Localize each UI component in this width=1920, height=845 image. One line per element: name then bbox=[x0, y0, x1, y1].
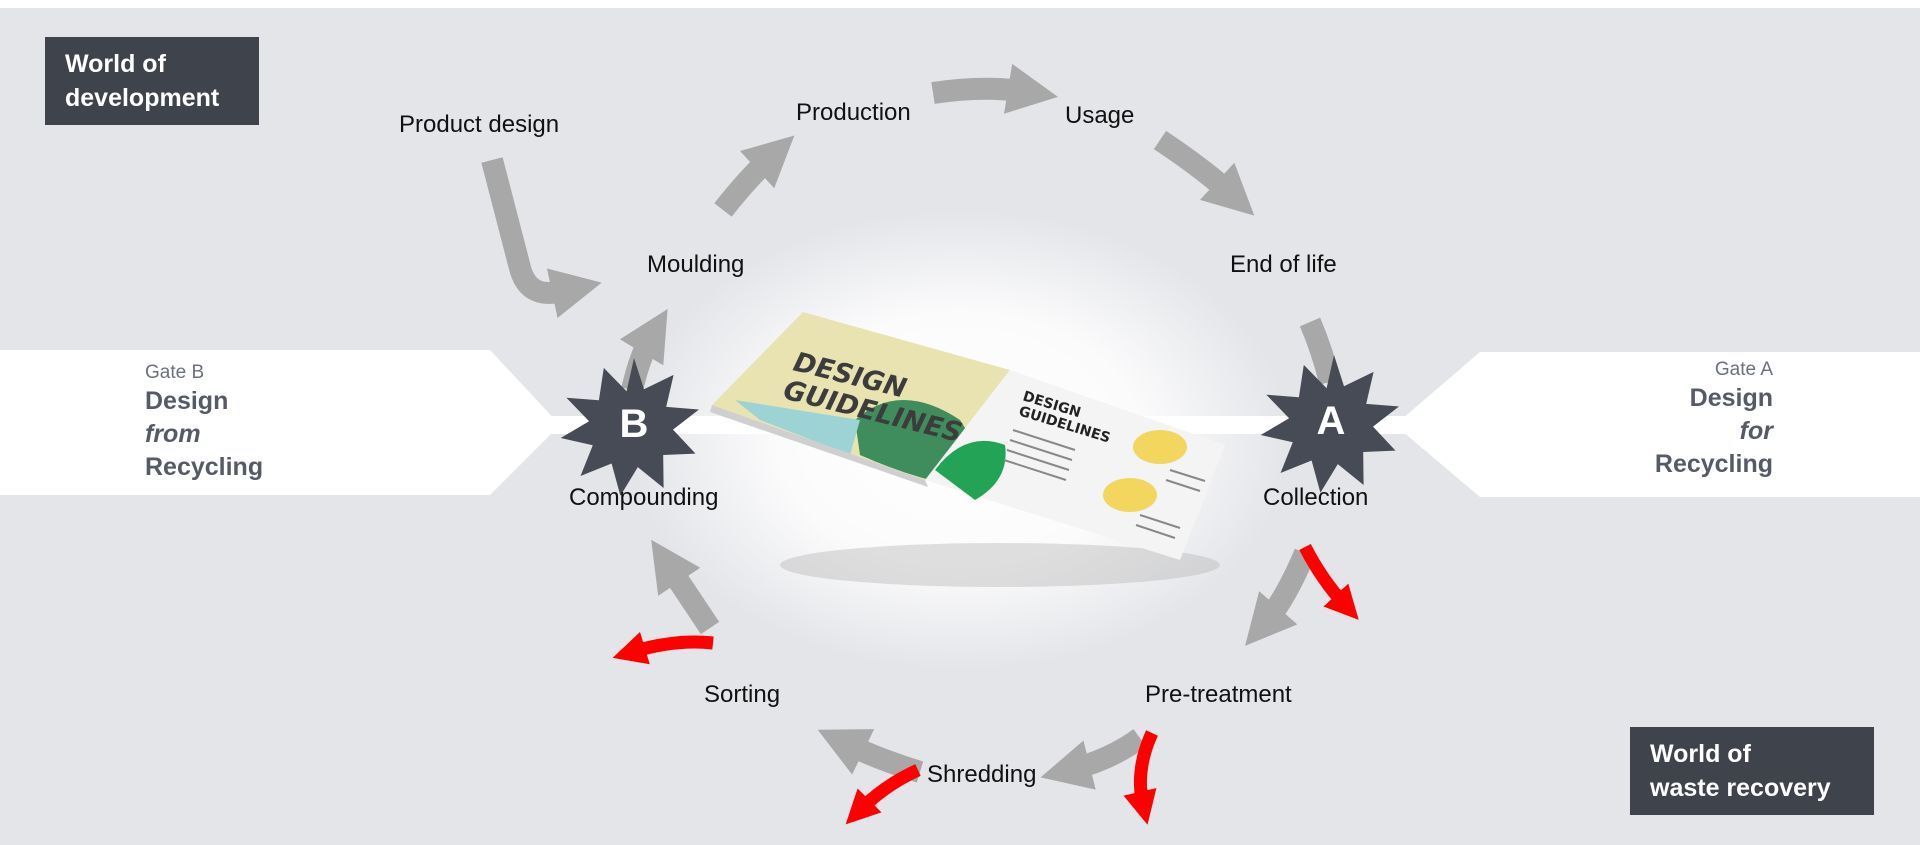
world-of-waste-recovery-box: World of waste recovery bbox=[1630, 727, 1874, 815]
booklet-spine bbox=[710, 405, 928, 487]
arrow-pretreatment-shredding bbox=[1040, 729, 1147, 790]
gate-a-line1: Design bbox=[1689, 384, 1773, 412]
gate-a-label: Gate A Design for Recycling bbox=[1655, 358, 1773, 481]
node-pre-treatment: Pre-treatment bbox=[1145, 681, 1292, 708]
gate-b-small: Gate B bbox=[145, 362, 205, 383]
gate-b-line2: from bbox=[145, 420, 201, 448]
booklet-badge-2 bbox=[1103, 478, 1157, 512]
node-usage: Usage bbox=[1065, 102, 1135, 129]
world-development-line2: development bbox=[65, 84, 220, 112]
booklet-illustration: DESIGN GUIDELINES DESIGN GUIDELINES bbox=[710, 312, 1225, 587]
exit-arrow-pretreatment bbox=[1123, 730, 1158, 825]
node-compounding: Compounding bbox=[569, 484, 719, 511]
exit-arrow-collection bbox=[1299, 544, 1359, 620]
arrow-collection-pretreatment bbox=[1245, 548, 1316, 646]
booklet-text-lines bbox=[1003, 429, 1206, 539]
booklet-left-teal bbox=[735, 400, 860, 455]
cycle-arrows bbox=[481, 63, 1341, 790]
booklet-badge-1 bbox=[1133, 430, 1187, 464]
node-moulding: Moulding bbox=[647, 251, 745, 278]
arrow-moulding-production bbox=[714, 135, 795, 217]
gate-a-star-icon bbox=[1260, 355, 1399, 493]
gate-b-band bbox=[0, 350, 560, 495]
node-product-design: Product design bbox=[399, 111, 560, 138]
world-development-line1: World of bbox=[65, 50, 166, 78]
exit-arrow-sorting bbox=[612, 631, 714, 665]
exit-arrows bbox=[612, 544, 1359, 825]
gate-a-small: Gate A bbox=[1714, 359, 1773, 380]
booklet-shadow bbox=[780, 543, 1220, 587]
booklet-right-green bbox=[935, 440, 1006, 500]
exit-arrow-shredding bbox=[845, 764, 921, 825]
gate-b-label: Gate B Design from Recycling bbox=[145, 361, 263, 484]
world-waste-line1: World of bbox=[1650, 740, 1751, 768]
arrow-endoflife-collection bbox=[1299, 317, 1341, 385]
gate-b-line1: Design bbox=[145, 387, 229, 415]
gate-a-badge: A bbox=[1317, 399, 1346, 443]
arrow-production-usage bbox=[931, 63, 1058, 114]
gate-b-line3: Recycling bbox=[145, 453, 264, 481]
node-collection: Collection bbox=[1263, 484, 1369, 511]
arrow-productdesign-moulding bbox=[481, 157, 602, 318]
node-sorting: Sorting bbox=[704, 681, 781, 708]
gate-a-line3: Recycling bbox=[1654, 450, 1773, 478]
booklet-page-right bbox=[925, 370, 1225, 560]
world-of-development-box: World of development bbox=[45, 37, 259, 125]
gate-a-band bbox=[1395, 352, 1920, 497]
node-shredding: Shredding bbox=[927, 761, 1037, 788]
world-waste-line2: waste recovery bbox=[1650, 774, 1831, 802]
arrow-usage-endoflife bbox=[1153, 130, 1255, 216]
gate-b-badge: B bbox=[620, 402, 649, 446]
node-production: Production bbox=[796, 99, 911, 126]
gate-a-line2: for bbox=[1739, 417, 1773, 445]
gate-b-star-icon bbox=[560, 358, 699, 496]
node-end-of-life: End of life bbox=[1230, 251, 1337, 278]
arrow-sorting-compounding bbox=[651, 539, 720, 635]
